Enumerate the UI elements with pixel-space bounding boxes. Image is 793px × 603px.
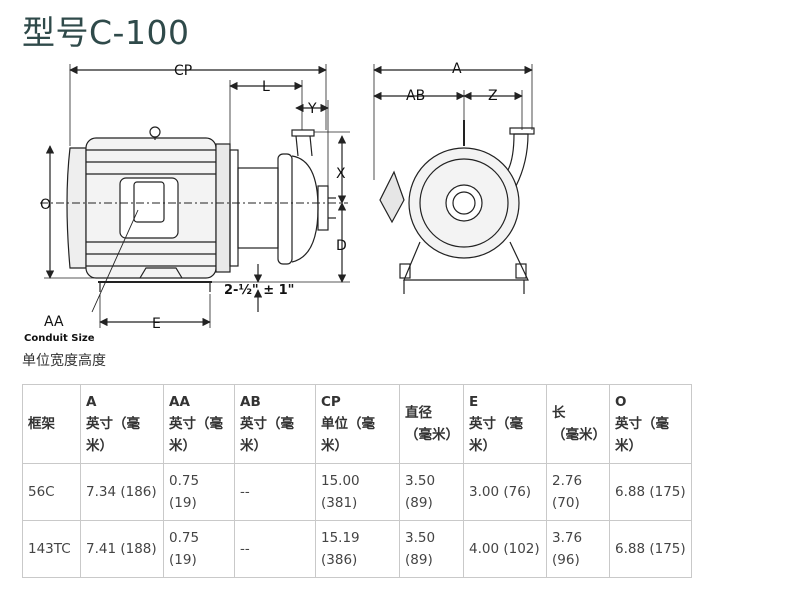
col-header-length: 长（毫米）	[546, 384, 610, 464]
table-cell: 3.50 (89)	[399, 520, 464, 578]
table-cell: 2.76 (70)	[546, 463, 610, 521]
table-cell: 3.50 (89)	[399, 463, 464, 521]
table-cell: 56C	[22, 463, 81, 521]
pump-dimension-drawing: CP L Y X D O A AB Z AA E 2-½" ± 1" Condu…	[24, 61, 535, 344]
dim-aa-label: AA	[44, 314, 64, 330]
table-cell: --	[234, 520, 316, 578]
table-cell: 6.88 (175)	[609, 520, 692, 578]
dim-d-label: D	[336, 238, 347, 254]
table-cell: 7.41 (188)	[80, 520, 164, 578]
table-cell: 3.00 (76)	[463, 463, 547, 521]
dim-cp-label: CP	[174, 63, 192, 79]
table-cell: 0.75 (19)	[163, 520, 235, 578]
unit-note: 单位宽度高度	[22, 353, 106, 369]
table-row: 56C 7.34 (186) 0.75 (19) -- 15.00 (381) …	[22, 463, 692, 521]
dim-y-label: Y	[307, 101, 317, 117]
conduit-size-label: Conduit Size	[24, 333, 95, 344]
dim-a-label: A	[452, 61, 462, 77]
dim-l-label: L	[262, 79, 270, 95]
table-cell: --	[234, 463, 316, 521]
dim-e-label: E	[152, 316, 161, 332]
table-cell: 143TC	[22, 520, 81, 578]
page-title: 型号C-100	[22, 13, 190, 52]
col-header-diameter: 直径（毫米）	[399, 384, 464, 464]
table-cell: 15.19 (386)	[315, 520, 400, 578]
table-row: 143TC 7.41 (188) 0.75 (19) -- 15.19 (386…	[22, 520, 692, 578]
dim-o-label: O	[40, 197, 51, 213]
table-cell: 15.00 (381)	[315, 463, 400, 521]
dim-z-label: Z	[488, 88, 498, 104]
table-cell: 6.88 (175)	[609, 463, 692, 521]
dim-ab-label: AB	[406, 88, 425, 104]
table-cell: 7.34 (186)	[80, 463, 164, 521]
table-cell: 4.00 (102)	[463, 520, 547, 578]
dim-x-label: X	[336, 166, 346, 182]
table-cell: 3.76 (96)	[546, 520, 610, 578]
table-cell: 0.75 (19)	[163, 463, 235, 521]
dim-clearance-label: 2-½" ± 1"	[224, 283, 294, 298]
col-header-frame: 框架	[22, 384, 81, 464]
